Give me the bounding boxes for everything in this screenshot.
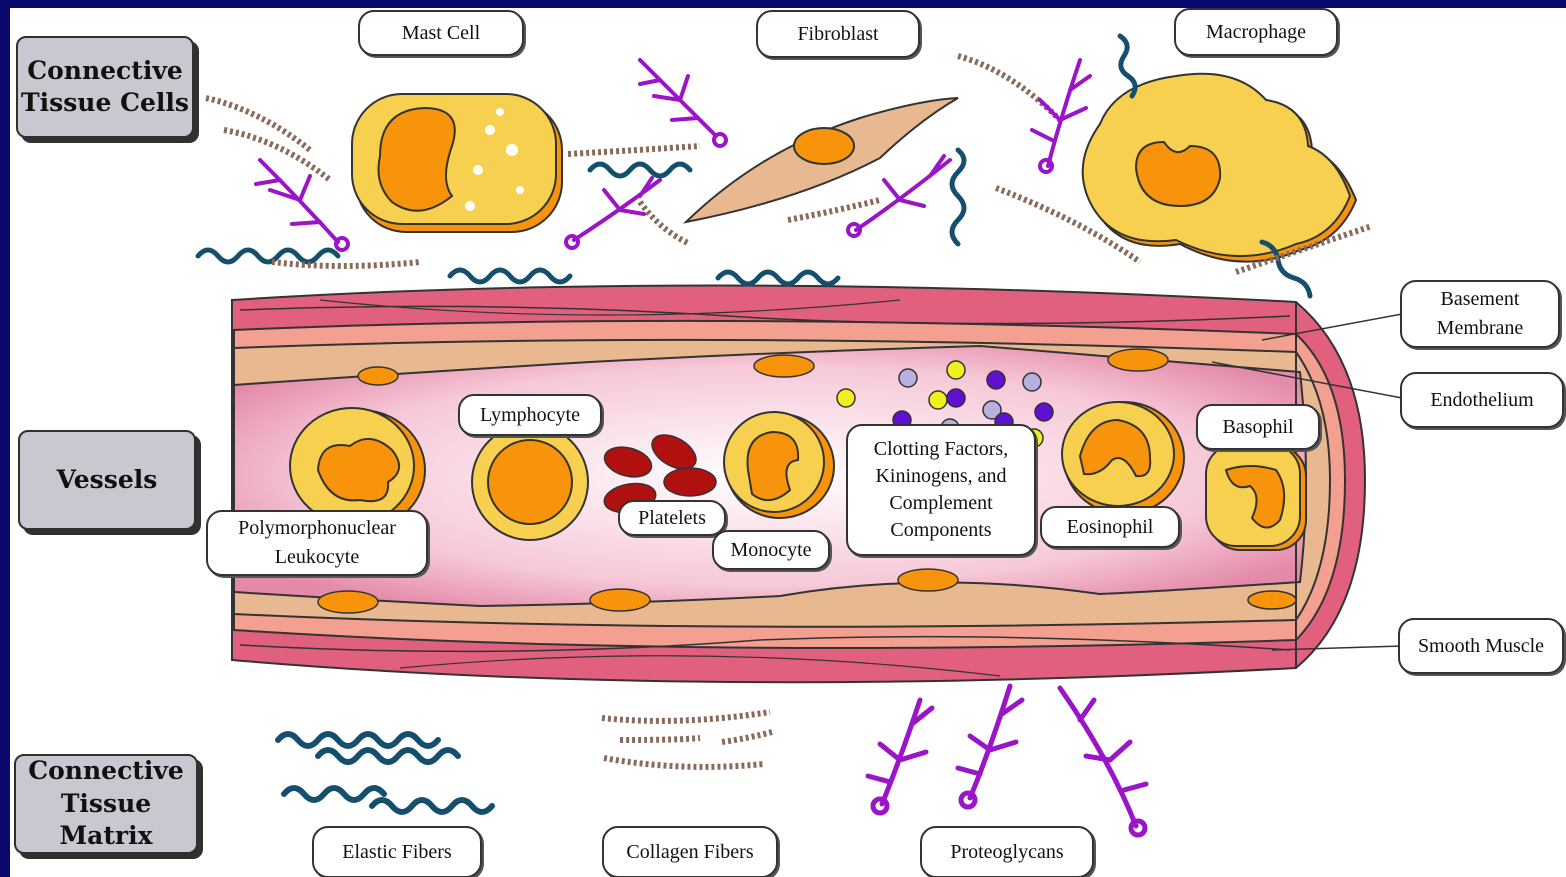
- category-vessels[interactable]: Vessels: [18, 430, 196, 530]
- label-lymphocyte: Lymphocyte: [458, 394, 602, 436]
- lymphocyte: [472, 424, 588, 540]
- label-pmn-leukocyte: Polymorphonuclear Leukocyte: [206, 510, 428, 576]
- proteoglycans-sample: [868, 686, 1146, 835]
- endothelial-nucleus: [754, 355, 814, 377]
- collagen-fibers-sample: [602, 712, 772, 767]
- endothelial-nucleus: [590, 589, 650, 611]
- endothelial-nucleus: [1108, 349, 1168, 371]
- category-connective-tissue-cells[interactable]: Connective Tissue Cells: [16, 36, 194, 138]
- label-endothelium: Endothelium: [1400, 372, 1564, 428]
- label-clotting-factors: Clotting Factors, Kininogens, and Comple…: [846, 424, 1036, 556]
- label-macrophage: Macrophage: [1174, 8, 1338, 56]
- monocyte: [724, 412, 834, 518]
- eosinophil: [1062, 402, 1184, 514]
- category-connective-tissue-matrix[interactable]: Connective Tissue Matrix: [14, 754, 198, 854]
- macrophage: [1083, 74, 1356, 262]
- label-smooth-muscle: Smooth Muscle: [1398, 618, 1564, 674]
- label-basophil: Basophil: [1196, 404, 1320, 450]
- label-fibroblast: Fibroblast: [756, 10, 920, 58]
- label-mast-cell: Mast Cell: [358, 10, 524, 56]
- label-monocyte: Monocyte: [712, 530, 830, 570]
- label-elastic-fibers: Elastic Fibers: [312, 826, 482, 877]
- endothelial-nucleus: [898, 569, 958, 591]
- mast-cell: [352, 94, 562, 232]
- endothelial-nucleus: [358, 367, 398, 385]
- label-collagen-fibers: Collagen Fibers: [602, 826, 778, 877]
- label-basement-membrane: Basement Membrane: [1400, 280, 1560, 348]
- endothelial-nucleus: [318, 591, 378, 613]
- label-proteoglycans: Proteoglycans: [920, 826, 1094, 877]
- basophil: [1206, 444, 1306, 550]
- label-eosinophil: Eosinophil: [1040, 506, 1180, 548]
- label-platelets: Platelets: [618, 500, 726, 536]
- elastic-fibers-sample: [278, 734, 492, 812]
- endothelial-nucleus: [1248, 591, 1296, 609]
